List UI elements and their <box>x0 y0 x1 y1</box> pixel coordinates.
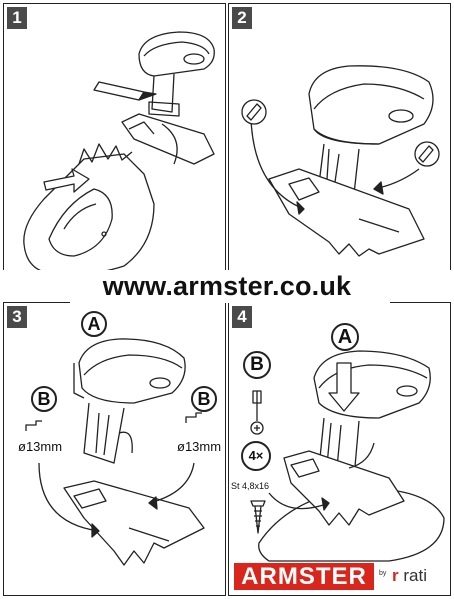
step-4-panel: 4 <box>228 302 451 596</box>
step-3-panel: 3 A B B ø13mm ø13mm <box>3 302 226 596</box>
label-b: B <box>31 386 57 412</box>
step-number: 3 <box>7 306 27 328</box>
armster-logo: ARMSTER <box>234 563 374 590</box>
step-number: 2 <box>232 7 252 29</box>
drill-size-label: ø13mm <box>18 439 63 454</box>
step-1-illustration <box>23 31 215 276</box>
step-number: 4 <box>232 306 252 328</box>
step-2-illustration <box>241 65 440 257</box>
screw-count-label: 4× <box>241 441 271 471</box>
step-number: 1 <box>7 7 27 29</box>
drill-size-label: ø13mm <box>177 439 222 454</box>
step-3-illustration <box>25 338 205 566</box>
website-url[interactable]: www.armster.co.uk <box>0 270 454 302</box>
label-b: B <box>243 351 271 379</box>
rati-logo: r rati <box>392 566 427 585</box>
logo-by-text: by <box>379 570 387 577</box>
step-1-panel: 1 <box>3 3 226 295</box>
screw-spec-label: St 4,8x16 <box>231 481 270 491</box>
label-a: A <box>81 311 107 337</box>
step-4-illustration <box>250 350 445 562</box>
label-a: A <box>331 323 359 351</box>
label-b: B <box>191 386 217 412</box>
step-2-panel: 2 <box>228 3 451 295</box>
